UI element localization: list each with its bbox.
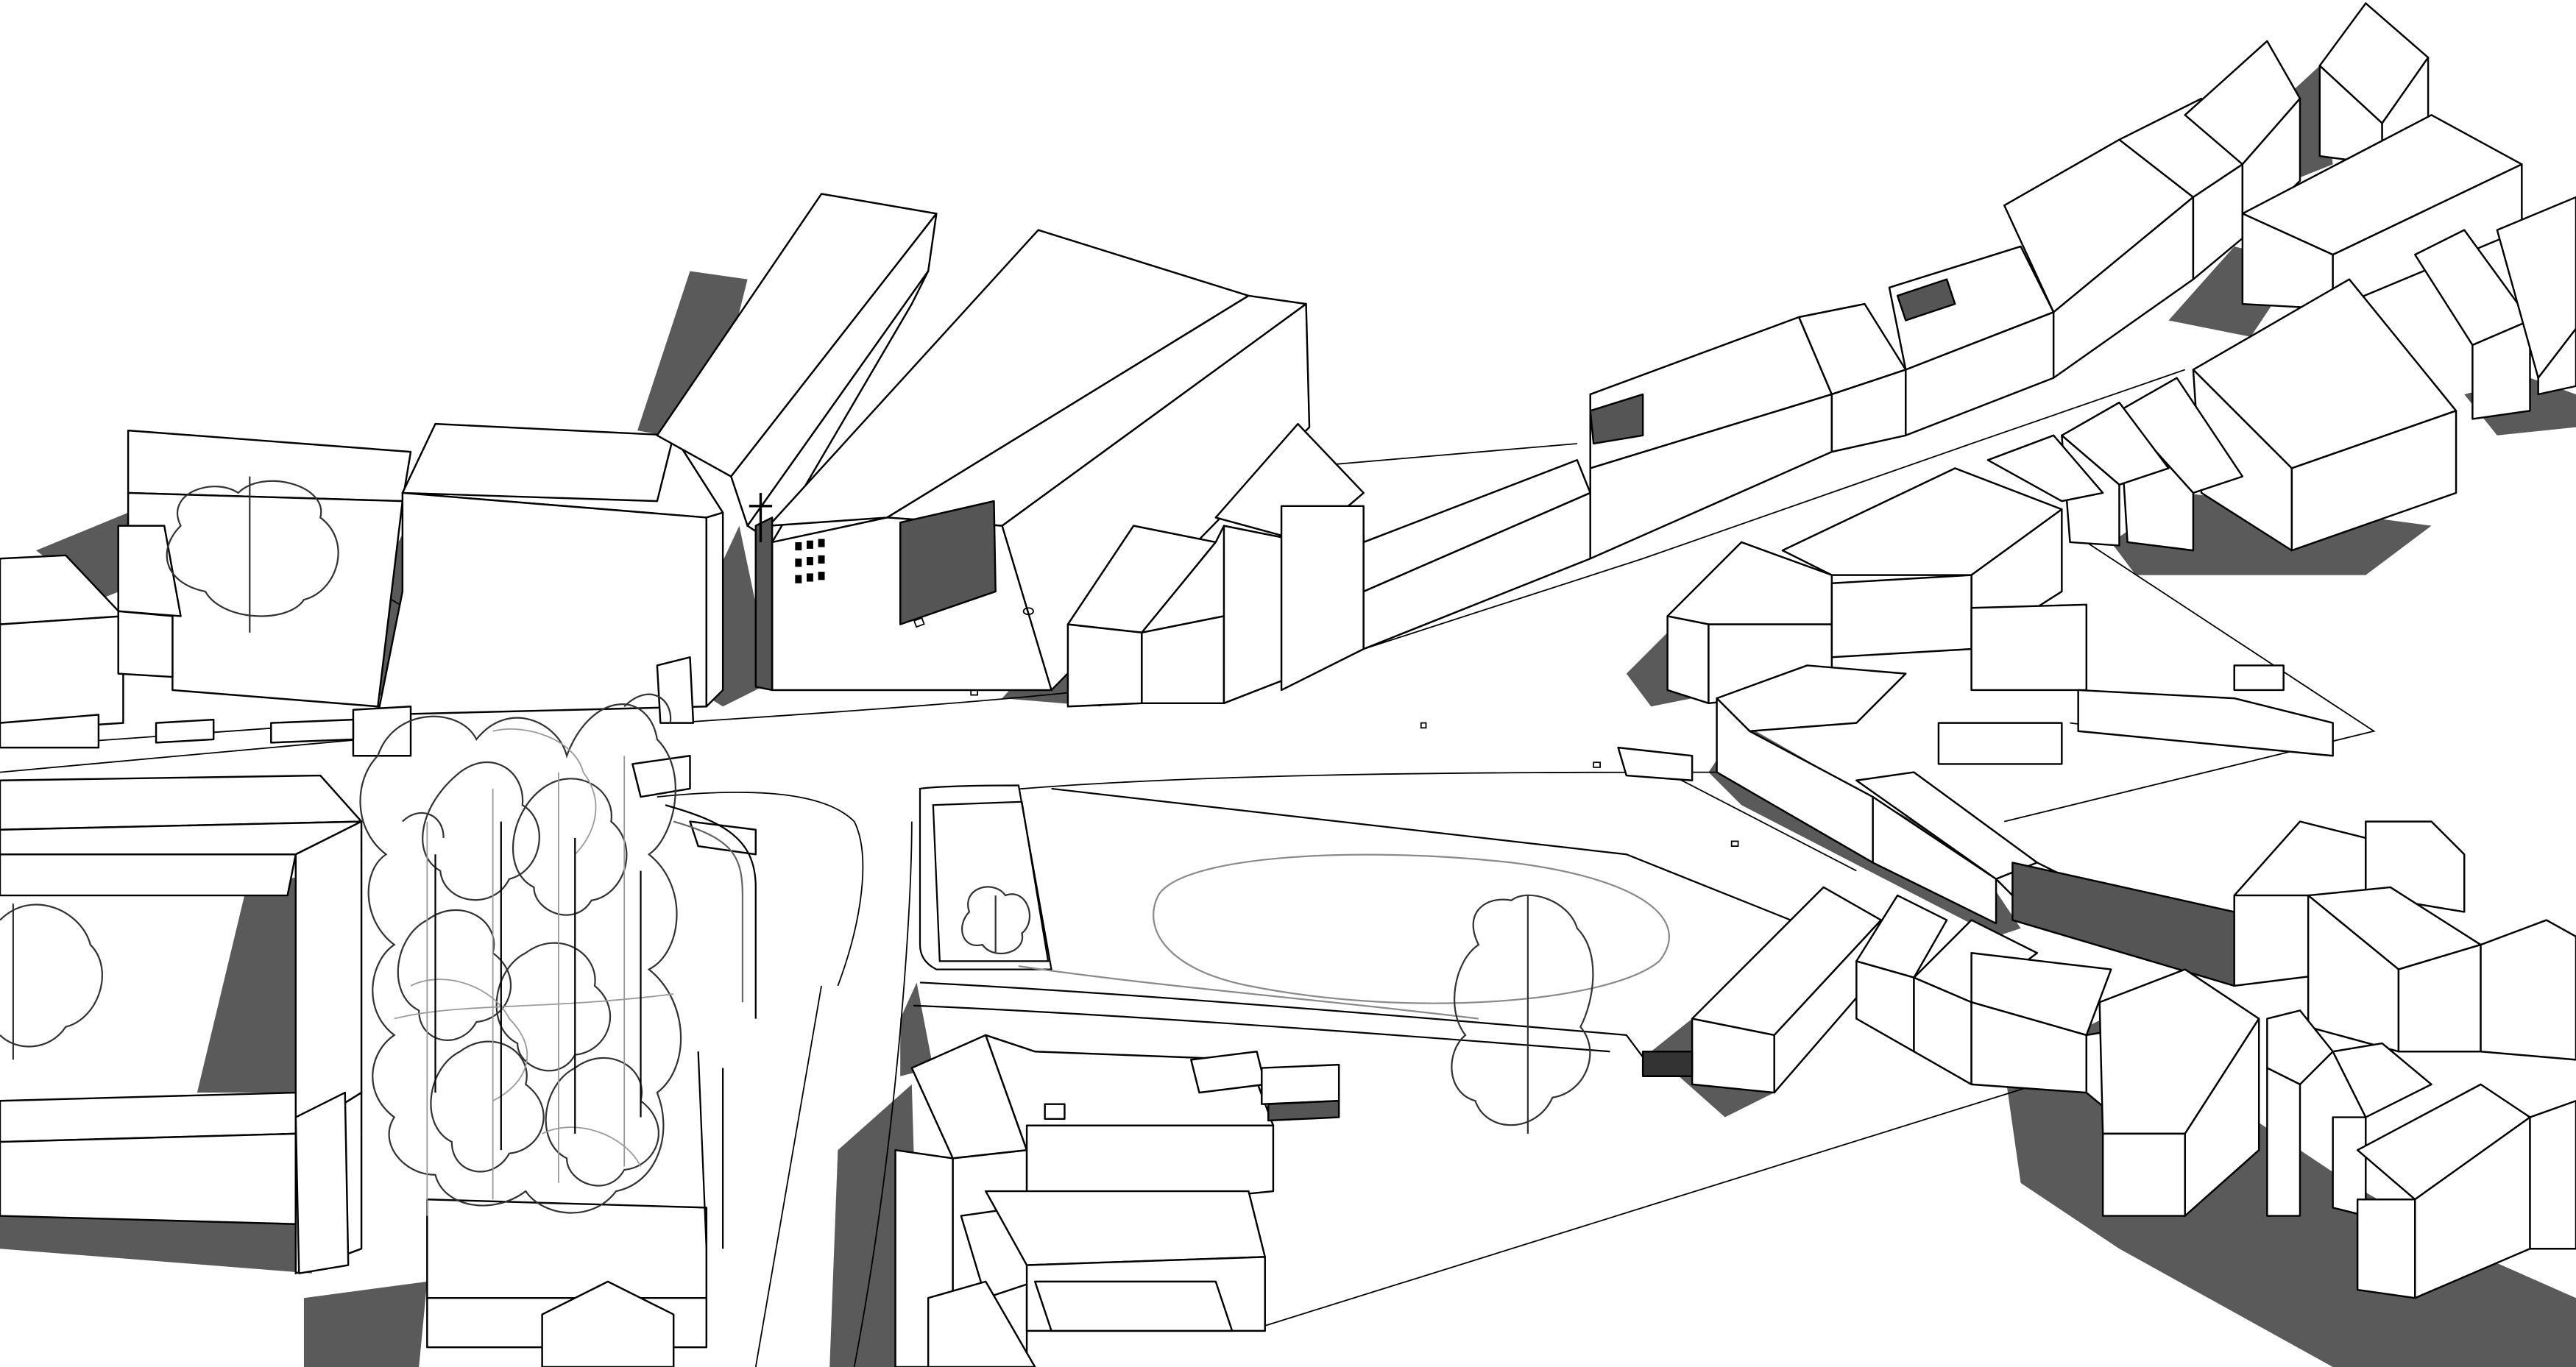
park-wall-south <box>919 981 1652 1069</box>
church-window-grid <box>795 539 825 583</box>
building-south-central <box>894 1034 1340 1367</box>
shadow-bottom-left <box>303 1281 428 1367</box>
shadow-park-wall <box>900 982 933 1076</box>
building-left-house-b <box>117 429 412 708</box>
building-far-right-row <box>2241 114 2523 310</box>
building-center-gabled <box>1066 422 1365 708</box>
church-opening <box>899 500 997 625</box>
park-path <box>1018 965 1479 1020</box>
tree-cluster-faint-overlay <box>394 728 674 1216</box>
park-wall-south-2 <box>913 1004 1610 1053</box>
tree-far-left <box>0 903 103 1060</box>
town-square <box>913 784 1791 1069</box>
notch-shadow <box>1589 393 1644 445</box>
tree-left-courtyard <box>166 476 339 633</box>
park-edge-east <box>1051 787 1791 921</box>
ground-diagonal-north <box>2004 542 2376 823</box>
park-lawn-outline <box>1153 853 1670 1004</box>
square-inner <box>932 800 1050 962</box>
street-edge-left <box>0 739 362 773</box>
building-courtyard-left <box>0 774 363 1274</box>
ground-marks <box>913 607 1739 847</box>
road-south-left <box>754 985 822 1367</box>
ground-diagonal-south <box>1248 1084 2038 1332</box>
tree-park <box>1451 894 1594 1134</box>
tree-trunks <box>434 821 642 1151</box>
road-south-left-2 <box>853 821 913 1367</box>
building-long-north <box>656 193 938 544</box>
building-left-house-a <box>0 554 124 732</box>
tree-area-road <box>665 804 757 1249</box>
notch-shadow-2 <box>1896 278 1956 322</box>
building-south-left-block <box>426 1198 708 1367</box>
street-edge-south <box>657 792 864 987</box>
shadow-long-building-north <box>637 271 748 444</box>
church-cross <box>749 492 773 542</box>
building-small-street-objects <box>0 656 1694 856</box>
building-east-lower-row <box>1691 820 2576 1299</box>
building-street-row <box>1362 40 2301 650</box>
building-east-court-walls <box>1937 689 2334 765</box>
tree-square <box>961 886 1030 955</box>
building-hip-roof-block <box>377 422 724 716</box>
street-edge-square-north <box>936 771 1742 798</box>
south-building-window <box>1044 1103 1066 1121</box>
building-square-kiosk <box>1641 1051 1694 1077</box>
church-bell-slot <box>754 516 774 692</box>
building-church <box>754 229 1311 692</box>
square-edge <box>919 784 1052 970</box>
building-right-gabled-row <box>1986 196 2576 552</box>
tree-cluster-central <box>359 693 682 1214</box>
building-east-cluster <box>1666 467 2285 705</box>
